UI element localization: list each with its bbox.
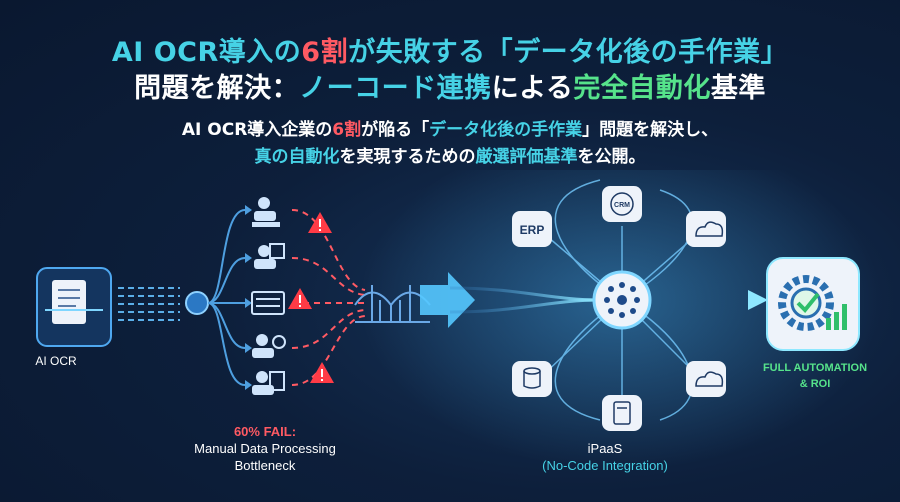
data-stream-lines	[118, 287, 180, 321]
subtitle-line1: AI OCR導入企業の6割が陥る「データ化後の手作業」問題を解決し、	[0, 115, 900, 140]
fail-description-line1: Manual Data Processing	[194, 441, 336, 456]
database-icon	[512, 361, 552, 397]
main-title-line1: AI OCR導入の6割が失敗する「データ化後の手作業」	[0, 30, 900, 69]
bridge-icon	[354, 285, 431, 323]
subtitle-line2: 真の自動化を実現するための厳選評価基準を公開。	[0, 142, 900, 167]
worker-icon	[251, 197, 286, 395]
text-segment: 真の自動化	[254, 147, 340, 167]
gear-chart-icon	[766, 257, 860, 351]
erp-icon	[512, 211, 552, 247]
text-segment: AI OCR導入の	[111, 37, 302, 68]
text-segment: ノーコード連携	[299, 73, 492, 104]
text-segment: 厳選評価基準	[475, 147, 578, 167]
roi-label: & ROI	[799, 378, 831, 390]
text-segment: 6割	[301, 37, 349, 68]
fail-title: 60% FAIL:	[233, 424, 297, 439]
ipaas-title: iPaaS	[587, 441, 623, 456]
ai-ocr-label: AI OCR	[35, 354, 77, 368]
calculator-icon	[602, 395, 642, 431]
main-title-line2: 問題を解決：ノーコード連携による完全自動化基準	[0, 66, 900, 105]
text-segment: を公開。	[577, 147, 646, 167]
integration-diagram: ERP CRM	[36, 170, 880, 470]
text-segment: が陥る「	[361, 120, 430, 140]
crm-icon	[602, 186, 642, 222]
text-segment: データ化後の手作業	[429, 120, 583, 140]
flow-arrow	[420, 272, 475, 328]
branch-lines	[207, 209, 246, 386]
erp-label: ERP	[520, 223, 545, 237]
fail-description-line2: Bottleneck	[234, 458, 296, 473]
text-segment: 」問題を解決し、	[582, 120, 719, 140]
document-scan-icon	[36, 267, 112, 347]
cloud-icon	[686, 211, 726, 397]
full-automation-label: FULL AUTOMATION	[762, 362, 868, 374]
split-node	[185, 291, 209, 315]
text-segment: 問題を解決：	[134, 73, 300, 104]
text-segment: を実現するための	[339, 147, 476, 167]
text-segment: 基準	[710, 73, 766, 104]
ipaas-subtitle: (No-Code Integration)	[542, 458, 668, 473]
text-segment: による	[491, 73, 574, 104]
text-segment: AI OCR導入企業の	[181, 120, 333, 140]
data-beams	[449, 286, 760, 314]
warning-icon	[288, 212, 334, 383]
text-segment: 6割	[332, 120, 362, 140]
text-segment: が失敗する「データ化後の手作業」	[348, 37, 789, 68]
text-segment: 完全自動化	[573, 73, 711, 104]
crm-label: CRM	[614, 202, 630, 209]
